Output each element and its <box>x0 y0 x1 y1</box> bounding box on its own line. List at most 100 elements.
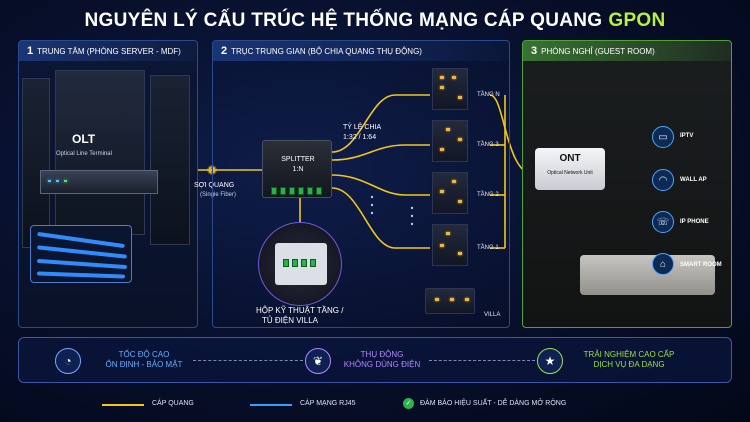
divider-dots <box>193 360 303 361</box>
window-light <box>452 180 456 183</box>
building-floor-3 <box>432 120 468 162</box>
feature-2-line2: KHÔNG DÙNG ĐIỆN <box>343 360 421 369</box>
feature-2: THỤ ĐỘNG KHÔNG DÙNG ĐIỆN <box>337 350 427 370</box>
building-floor-1 <box>432 224 468 266</box>
fiber-label: SỢI QUANG <box>194 182 235 189</box>
window-light <box>465 298 469 301</box>
legend-note: ĐẢM BẢO HIỆU SUẤT - DỄ DÀNG MỞ RỘNG <box>420 400 567 407</box>
fiber-splitter-to-floor-1 <box>331 187 430 249</box>
window-light <box>458 138 462 141</box>
tv-icon: ▭ <box>652 126 674 148</box>
window-light <box>440 86 444 89</box>
panel-1-number: 1 <box>27 45 34 57</box>
patch-cable <box>36 258 128 270</box>
ont-device: ONT Optical Network Unit <box>535 148 605 190</box>
splitter-device: SPLITTER 1:N <box>262 140 332 198</box>
feature-1: TỐC ĐỘ CAO ỔN ĐỊNH - BẢO MẬT <box>89 350 199 370</box>
title-main: NGUYÊN LÝ CẤU TRÚC HỆ THỐNG MẠNG CÁP QUA… <box>84 10 603 31</box>
feature-3-line1: TRẢI NGHIỆM CAO CẤP <box>583 350 675 359</box>
wifi-icon: ◠ <box>652 169 674 191</box>
splitter-name: SPLITTER <box>281 156 315 163</box>
window-light <box>446 232 450 235</box>
window-light <box>440 244 444 247</box>
villa-building <box>425 288 475 314</box>
floor-label: TẦNG 2 <box>477 192 499 198</box>
feature-3: TRẢI NGHIỆM CAO CẤP DỊCH VỤ ĐA DẠNG <box>569 350 689 370</box>
floor-label: TẦNG 1 <box>477 245 499 251</box>
window-light <box>440 190 444 193</box>
server-rack-right <box>150 75 190 245</box>
phone-icon: ☏ <box>652 211 674 233</box>
server-rack-center <box>55 70 145 235</box>
olt-led <box>48 180 51 182</box>
legend-rj45-label: CÁP MẠNG RJ45 <box>300 400 356 407</box>
box-port <box>283 259 289 267</box>
box-label-line2: TỦ ĐIỆN VILLA <box>262 316 319 325</box>
device-label-ip-phone: IP PHONE <box>680 219 709 225</box>
window-light <box>452 76 456 79</box>
divider-dots <box>429 360 535 361</box>
feature-1-line1: TỐC ĐỘ CAO <box>118 350 170 359</box>
splitter-ratio-short: 1:N <box>292 166 304 173</box>
smart-home-icon: ⌂ <box>652 253 674 275</box>
olt-led <box>56 180 59 182</box>
leaf-icon: ❦ <box>305 348 331 374</box>
window-light <box>458 200 462 203</box>
panel-3-number: 3 <box>531 45 538 57</box>
bed-image <box>580 255 715 295</box>
distribution-box <box>275 243 327 285</box>
feature-bar: ◔ TỐC ĐỘ CAO ỔN ĐỊNH - BẢO MẬT ❦ THỤ ĐỘN… <box>18 337 732 383</box>
title-accent: GPON <box>608 10 666 31</box>
box-port <box>310 259 316 267</box>
splitter-port <box>307 187 313 195</box>
window-light <box>440 148 444 151</box>
server-rack-left <box>22 78 50 248</box>
floor-label: TẦNG N <box>477 92 500 98</box>
device-label-iptv: IPTV <box>680 133 694 139</box>
box-port <box>292 259 298 267</box>
device-label-wall-ap: WALL AP <box>680 177 707 183</box>
fiber-sublabel: (Single Fiber) <box>200 192 237 198</box>
legend-rj45-line <box>250 404 292 406</box>
fiber-splitter-to-floor-n <box>331 94 430 153</box>
villa-label: VILLA <box>484 312 501 318</box>
splitter-label: SPLITTER 1:N <box>263 155 333 175</box>
panel-2-number: 2 <box>221 45 228 57</box>
olt-device <box>40 170 158 194</box>
olt-subtitle: Optical Line Terminal <box>56 151 112 157</box>
page-title: NGUYÊN LÝ CẤU TRÚC HỆ THỐNG MẠNG CÁP QUA… <box>0 10 750 32</box>
panel-1-title: TRUNG TÂM (PHÒNG SERVER - MDF) <box>37 47 181 56</box>
ont-name: ONT <box>559 153 581 164</box>
feature-2-line1: THỤ ĐỘNG <box>360 350 404 359</box>
legend-fiber-line <box>102 404 144 406</box>
distribution-box-zoom <box>258 222 342 306</box>
panel-2-title: TRỤC TRUNG GIAN (BỘ CHIA QUANG THỤ ĐỘNG) <box>231 47 422 56</box>
ont-subtitle: Optical Network Unit <box>547 170 593 176</box>
box-port <box>301 259 307 267</box>
feature-3-line2: DỊCH VỤ ĐA DẠNG <box>593 360 665 369</box>
legend-fiber-label: CÁP QUANG <box>152 400 194 407</box>
window-light <box>435 298 439 301</box>
window-light <box>458 252 462 255</box>
speedometer-icon: ◔ <box>55 348 81 374</box>
splitter-port <box>271 187 277 195</box>
check-icon: ✓ <box>403 398 414 409</box>
device-label-smart-room: SMART ROOM <box>680 262 722 268</box>
window-light <box>450 298 454 301</box>
split-ratio-label: TỶ LỆ CHIA <box>343 124 382 131</box>
window-light <box>458 96 462 99</box>
olt-name: OLT <box>72 132 96 146</box>
floor-label: TẦNG 3 <box>477 142 499 148</box>
building-floor-n <box>432 68 468 110</box>
fiber-splitter-to-floor-3 <box>331 144 430 161</box>
feature-1-line2: ỔN ĐỊNH - BẢO MẬT <box>105 360 183 369</box>
window-light <box>446 128 450 131</box>
split-ratio-value: 1:32 / 1:64 <box>343 134 377 141</box>
olt-port-zoom <box>30 225 132 283</box>
window-light <box>440 76 444 79</box>
patch-cable <box>37 245 127 259</box>
box-label-line1: HỘP KỸ THUẬT TẦNG / <box>256 306 344 315</box>
